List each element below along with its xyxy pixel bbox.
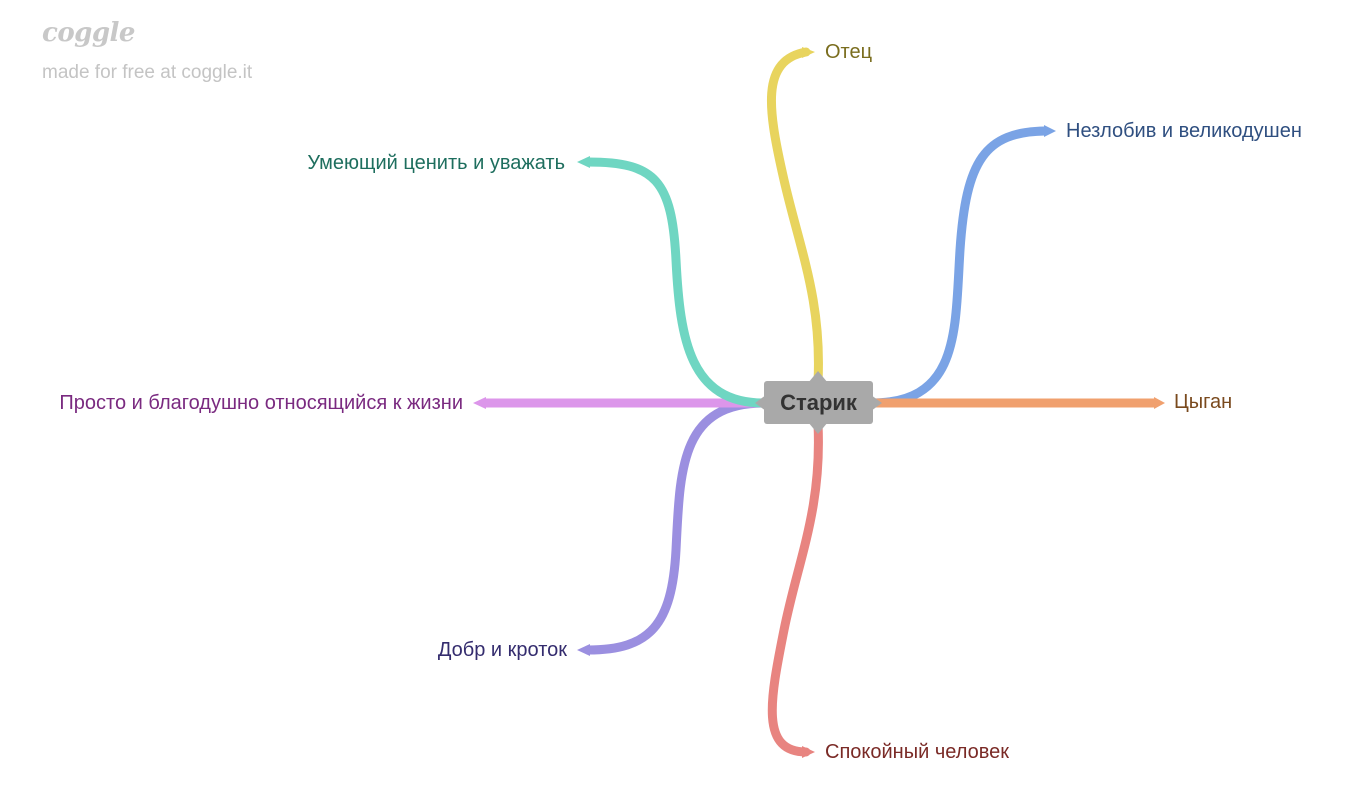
center-notch-bottom: [808, 422, 828, 434]
branch-line-spokoyny: [767, 419, 823, 757]
branch-label-tsygan[interactable]: Цыган: [1174, 391, 1233, 413]
branch-tip-otets: [802, 47, 815, 58]
watermark-text: made for free at coggle.it: [42, 62, 253, 83]
branch-tip-spokoyny: [802, 746, 815, 758]
branch-line-umeyushchiy: [583, 157, 769, 408]
center-node[interactable]: Старик: [764, 381, 873, 424]
center-notch-top: [808, 371, 828, 383]
branch-label-otets[interactable]: Отец: [825, 41, 873, 63]
branch-line-dobr: [583, 398, 769, 655]
branch-label-dobr[interactable]: Добр и кроток: [437, 639, 567, 661]
center-node-label: Старик: [780, 389, 857, 415]
branch-tip-prosto: [473, 397, 486, 409]
branch-tip-tsygan: [1154, 397, 1165, 409]
branch-tip-nezlobiv: [1044, 125, 1056, 137]
coggle-logo: coggle: [42, 18, 135, 48]
branch-tip-dobr: [577, 644, 590, 656]
branch-label-prosto[interactable]: Просто и благодушно относящийся к жизни: [59, 392, 463, 414]
center-notch-right: [871, 395, 882, 411]
center-notch-left: [755, 395, 766, 411]
branch-line-otets: [766, 47, 823, 387]
branch-line-nezlobiv: [867, 126, 1050, 408]
branch-tip-umeyushchiy: [577, 156, 590, 168]
branch-label-nezlobiv[interactable]: Незлобив и великодушен: [1066, 120, 1302, 142]
branch-label-umeyushchiy[interactable]: Умеющий ценить и уважать: [307, 152, 565, 174]
branch-label-spokoyny[interactable]: Спокойный человек: [825, 741, 1009, 763]
